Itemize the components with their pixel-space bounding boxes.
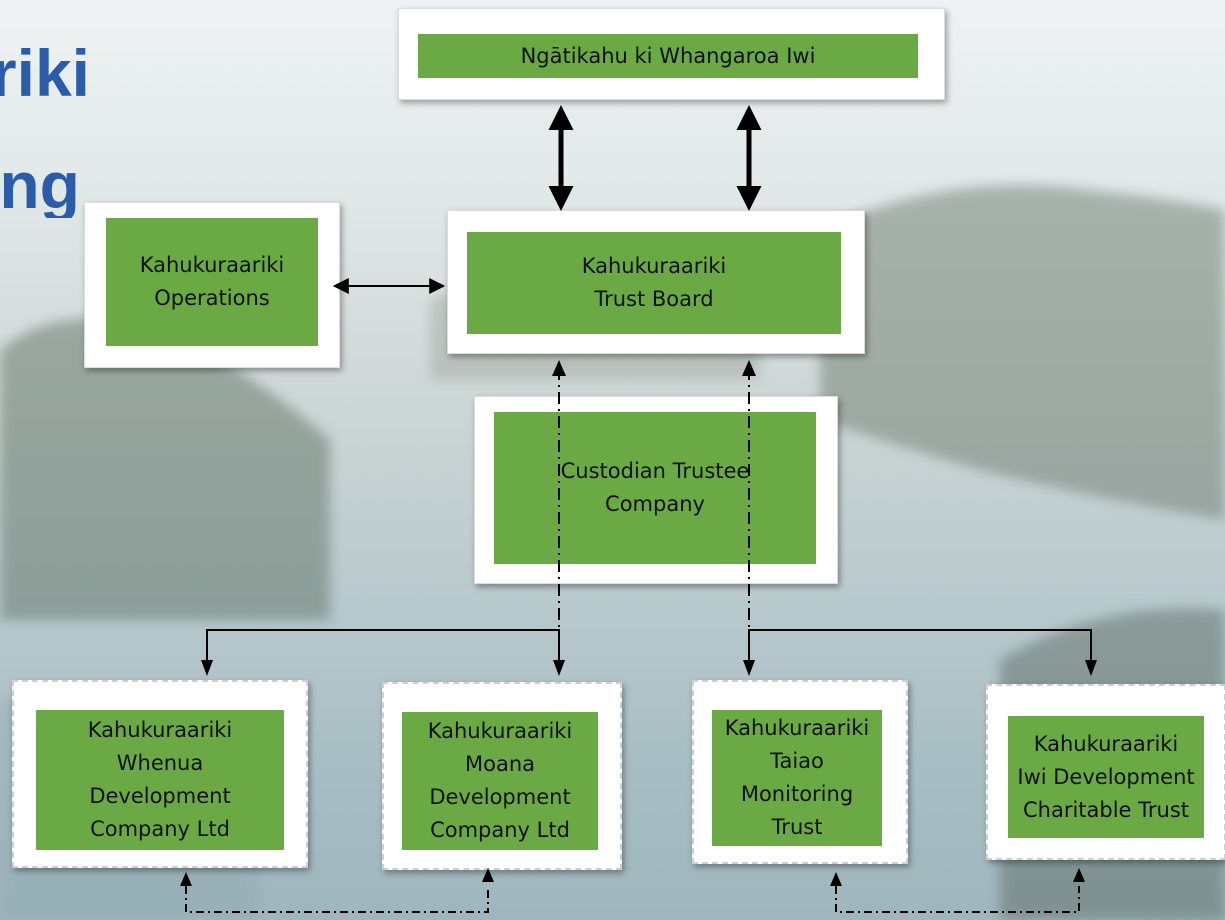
bottom-link-left-arrow-1 bbox=[180, 872, 192, 886]
node-iwi: Ngātikahu ki Whangaroa Iwi bbox=[418, 34, 918, 78]
branch-right-arrow-taiao bbox=[743, 660, 755, 676]
branch-left-arrow-whenua bbox=[201, 660, 213, 676]
node-trust-board: Kahukuraariki Trust Board bbox=[467, 232, 841, 334]
branch-left-arrow-moana bbox=[553, 660, 565, 676]
bottom-link-right-arrow-2 bbox=[1073, 868, 1085, 882]
page-title-line-2: ng bbox=[0, 152, 80, 218]
dashdot-right-arrowhead bbox=[742, 360, 756, 376]
node-custodian: Custodian Trustee Company bbox=[494, 412, 816, 564]
branch-left bbox=[206, 629, 560, 662]
bottom-link-right-arrow-1 bbox=[830, 872, 842, 886]
node-operations: Kahukuraariki Operations bbox=[106, 218, 318, 346]
dashdot-left-arrowhead bbox=[552, 360, 566, 376]
bottom-link-right bbox=[835, 886, 1080, 913]
branch-right bbox=[748, 629, 1092, 662]
node-moana: Kahukuraariki Moana Development Company … bbox=[402, 712, 598, 850]
node-taiao: Kahukuraariki Taiao Monitoring Trust bbox=[712, 710, 882, 846]
node-charitable: Kahukuraariki Iwi Development Charitable… bbox=[1008, 716, 1204, 838]
page-title-line-1: riki bbox=[0, 40, 90, 106]
node-whenua: Kahukuraariki Whenua Development Company… bbox=[36, 710, 284, 850]
branch-right-arrow-charitable bbox=[1085, 660, 1097, 676]
bottom-link-left-arrow-2 bbox=[482, 868, 494, 882]
bottom-link-left bbox=[185, 886, 489, 913]
